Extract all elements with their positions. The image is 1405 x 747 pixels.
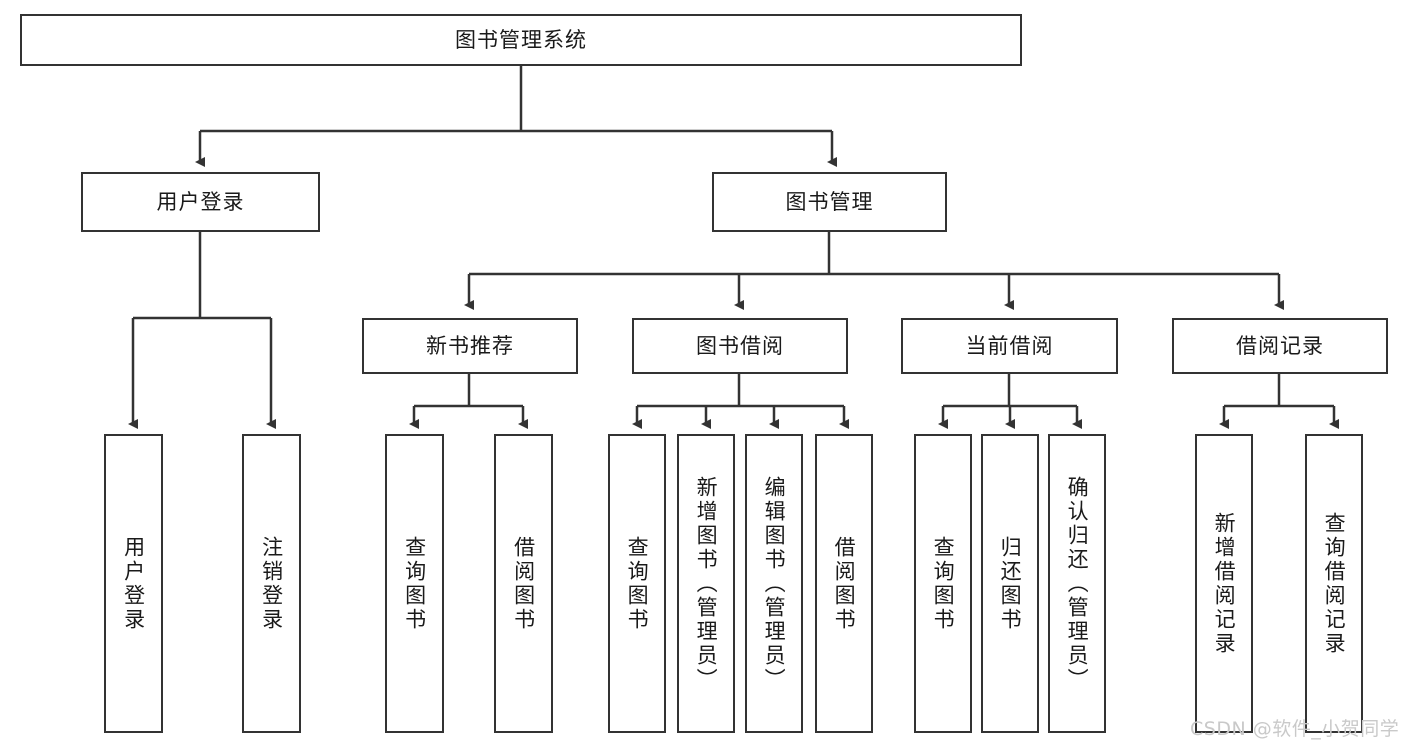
node-label: 新增借阅记录 (1212, 511, 1237, 656)
leaf-user-login-login[interactable]: 用户登录 (104, 434, 163, 733)
node-label: 用户登录 (156, 189, 245, 214)
node-label: 图书管理系统 (455, 27, 587, 52)
node-user-login[interactable]: 用户登录 (81, 172, 320, 232)
node-label: 新增图书（管理员） (694, 475, 719, 692)
node-label: 图书借阅 (696, 333, 784, 358)
node-label: 查询借阅记录 (1322, 511, 1347, 656)
leaf-borrow-edit-book-admin[interactable]: 编辑图书（管理员） (745, 434, 803, 733)
node-label: 查询图书 (402, 535, 427, 632)
node-book-management[interactable]: 图书管理 (712, 172, 947, 232)
node-label: 当前借阅 (965, 333, 1054, 358)
node-label: 查询图书 (931, 535, 956, 632)
node-label: 注销登录 (259, 535, 284, 632)
leaf-record-add-borrow-record[interactable]: 新增借阅记录 (1195, 434, 1253, 733)
node-label: 编辑图书（管理员） (762, 475, 787, 692)
node-current-borrow[interactable]: 当前借阅 (901, 318, 1118, 374)
node-label: 确认归还（管理员） (1065, 475, 1090, 692)
leaf-borrow-query-book[interactable]: 查询图书 (608, 434, 666, 733)
node-new-book-recommend[interactable]: 新书推荐 (362, 318, 578, 374)
node-label: 新书推荐 (426, 333, 514, 358)
leaf-borrow-borrow-book[interactable]: 借阅图书 (815, 434, 873, 733)
leaf-recommend-borrow-book[interactable]: 借阅图书 (494, 434, 553, 733)
csdn-watermark: CSDN @软件_小贺同学 (1190, 718, 1400, 740)
node-label: 借阅图书 (511, 535, 536, 632)
node-label: 用户登录 (121, 535, 146, 632)
node-label: 借阅记录 (1236, 333, 1324, 358)
leaf-recommend-query-book[interactable]: 查询图书 (385, 434, 444, 733)
node-label: 归还图书 (998, 535, 1023, 632)
leaf-borrow-add-book-admin[interactable]: 新增图书（管理员） (677, 434, 735, 733)
leaf-user-login-logout[interactable]: 注销登录 (242, 434, 301, 733)
node-book-borrow[interactable]: 图书借阅 (632, 318, 848, 374)
node-label: 查询图书 (625, 535, 650, 632)
node-root-book-management-system[interactable]: 图书管理系统 (20, 14, 1022, 66)
leaf-current-query-book[interactable]: 查询图书 (914, 434, 972, 733)
node-label: 借阅图书 (832, 535, 857, 632)
leaf-current-confirm-return-admin[interactable]: 确认归还（管理员） (1048, 434, 1106, 733)
leaf-current-return-book[interactable]: 归还图书 (981, 434, 1039, 733)
node-borrow-record[interactable]: 借阅记录 (1172, 318, 1388, 374)
leaf-record-query-borrow-record[interactable]: 查询借阅记录 (1305, 434, 1363, 733)
node-label: 图书管理 (785, 189, 874, 214)
